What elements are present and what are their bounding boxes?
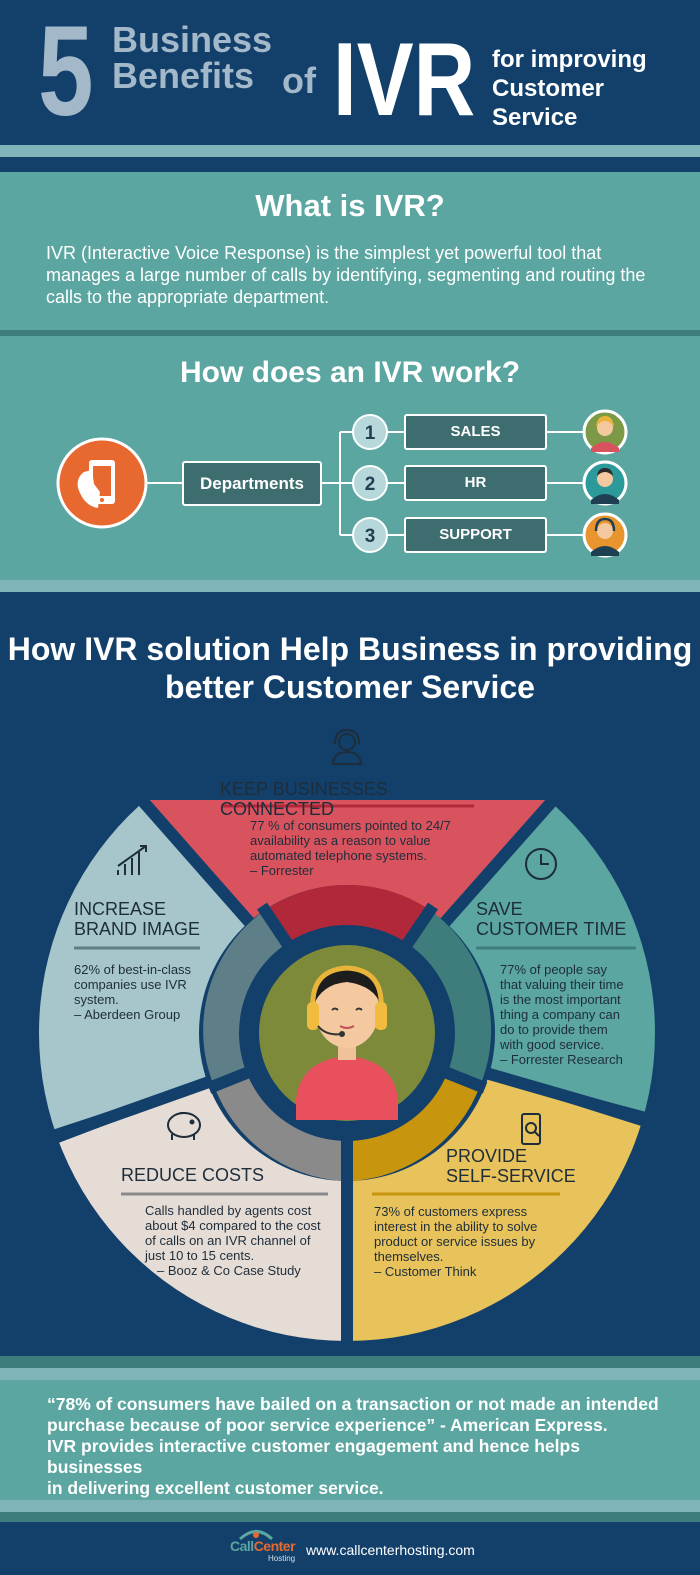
header-number: 5: [38, 0, 94, 143]
department-number-3: 3: [352, 517, 388, 553]
logo-hosting: Hosting: [268, 1554, 296, 1563]
ivr-flow-diagram: [56, 409, 628, 558]
text-line: 62% of best-in-class: [74, 962, 192, 977]
growth-chart-icon: [117, 845, 147, 875]
text-line: INCREASE: [74, 899, 167, 919]
hr-agent-icon: [582, 460, 628, 506]
text-line: “78% of consumers have bailed on a trans…: [47, 1394, 659, 1414]
piggy-bank-icon: [167, 1112, 201, 1140]
divider-stripe: [0, 1368, 700, 1380]
benefit-connected-heading: KEEP BUSINESSES CONNECTED: [220, 779, 388, 819]
logo-text: CallCenter: [230, 1538, 296, 1554]
department-hr: HR: [404, 465, 547, 501]
header-business-benefits: Business Benefits: [112, 22, 272, 94]
text-line: SAVE: [476, 899, 523, 919]
what-is-ivr-title: What is IVR?: [255, 188, 445, 223]
sales-agent-icon: [582, 409, 628, 455]
logo-center: Center: [253, 1538, 296, 1554]
benefit-time-body: 77% of people say that valuing their tim…: [500, 962, 650, 1067]
quote-text: “78% of consumers have bailed on a trans…: [47, 1394, 667, 1499]
text-line: do to provide them: [500, 1022, 608, 1037]
footer-url[interactable]: www.callcenterhosting.com: [306, 1542, 475, 1558]
quote-section: [0, 1380, 700, 1500]
how-ivr-works-title: How does an IVR work?: [179, 356, 521, 389]
text-line: with good service.: [500, 1037, 605, 1052]
text-line: thing a company can: [500, 1007, 620, 1022]
divider-stripe: [0, 330, 700, 336]
text-line: themselves.: [374, 1249, 444, 1264]
header-of: of: [282, 60, 316, 101]
text-line: – Customer Think: [374, 1264, 477, 1279]
text-line: – Forrester: [250, 863, 314, 878]
department-support: SUPPORT: [404, 517, 547, 553]
text-line: of calls on an IVR channel of: [145, 1233, 311, 1248]
benefit-costs-body: Calls handled by agents cost about $4 co…: [145, 1203, 345, 1278]
text-line: BRAND IMAGE: [74, 919, 201, 939]
footer: [0, 1522, 700, 1575]
divider-stripe: [0, 1356, 700, 1368]
what-is-ivr-section: [0, 172, 700, 330]
text-line: system.: [74, 992, 119, 1007]
text-line: SELF-SERVICE: [446, 1166, 576, 1186]
text-line: – Booz & Co Case Study: [157, 1263, 301, 1278]
text-line: automated telephone systems.: [250, 848, 428, 863]
text-line: 77% of people say: [500, 962, 607, 977]
text-line: – Aberdeen Group: [74, 1007, 181, 1022]
text-line: interest in the ability to solve: [374, 1219, 538, 1234]
divider-stripe: [0, 580, 700, 592]
text-line: PROVIDE: [446, 1146, 528, 1166]
benefits-title-line2: better Customer Service: [165, 669, 535, 705]
benefits-title-line1: How IVR solution Help Business in provid…: [7, 631, 693, 667]
text-line: availability as a reason to value: [250, 833, 431, 848]
divider-stripe: [0, 1500, 700, 1512]
header-sub-line2: Customer: [492, 75, 605, 102]
text-line: purchase because of poor service experie…: [47, 1415, 608, 1435]
support-agent-icon: [582, 512, 628, 558]
benefit-self-heading: PROVIDE SELF-SERVICE: [446, 1146, 616, 1186]
department-number-2: 2: [352, 465, 388, 501]
text-line: that valuing their time: [500, 977, 624, 992]
logo-icon: [238, 1530, 274, 1540]
header-line-business: Business: [112, 19, 273, 60]
header-ivr: IVR: [333, 22, 476, 138]
department-sales: SALES: [404, 414, 547, 450]
benefit-costs-heading: REDUCE COSTS: [121, 1165, 265, 1185]
mobile-search-icon: [521, 1113, 541, 1145]
text-line: 73% of customers express: [374, 1204, 528, 1219]
logo-call: Call: [230, 1538, 254, 1554]
header-subtitle: for improving Customer Service: [492, 45, 647, 132]
text-line: just 10 to 15 cents.: [145, 1248, 255, 1263]
text-line: 77 % of consumers pointed to 24/7: [250, 818, 451, 833]
benefit-time-heading: SAVE CUSTOMER TIME: [476, 899, 646, 939]
benefits-wheel: [37, 728, 658, 1360]
benefit-brand-body: 62% of best-in-class companies use IVR s…: [74, 962, 214, 1022]
header-sub-line1: for improving: [492, 46, 647, 73]
benefits-title: How IVR solution Help Business in provid…: [0, 630, 700, 706]
header-sub-line3: Service: [492, 104, 578, 131]
divider-stripe: [0, 157, 700, 172]
headset-icon: [331, 728, 363, 765]
departments-box: Departments: [182, 461, 322, 506]
benefit-brand-heading: INCREASE BRAND IMAGE: [74, 899, 214, 939]
text-line: product or service issues by: [374, 1234, 536, 1249]
what-is-ivr-body: IVR (Interactive Voice Response) is the …: [46, 243, 646, 307]
text-line: in delivering excellent customer service…: [47, 1478, 384, 1498]
customer-service-agent-icon: [296, 965, 398, 1120]
mobile-phone-icon: [56, 437, 148, 529]
header-line-benefits: Benefits: [112, 55, 255, 96]
text-line: – Forrester Research: [500, 1052, 623, 1067]
text-line: IVR provides interactive customer engage…: [47, 1436, 580, 1477]
text-line: CUSTOMER TIME: [476, 919, 627, 939]
header: [0, 0, 700, 145]
text-line: is the most important: [500, 992, 621, 1007]
text-line: about $4 compared to the cost: [145, 1218, 321, 1233]
divider-stripe: [0, 145, 700, 157]
text-line: Calls handled by agents cost: [145, 1203, 312, 1218]
benefit-self-body: 73% of customers express interest in the…: [374, 1204, 574, 1279]
clock-icon: [525, 848, 557, 880]
divider-stripe: [0, 1512, 700, 1522]
text-line: companies use IVR: [74, 977, 187, 992]
department-number-1: 1: [352, 414, 388, 450]
benefit-connected-body: 77 % of consumers pointed to 24/7 availa…: [250, 818, 490, 878]
